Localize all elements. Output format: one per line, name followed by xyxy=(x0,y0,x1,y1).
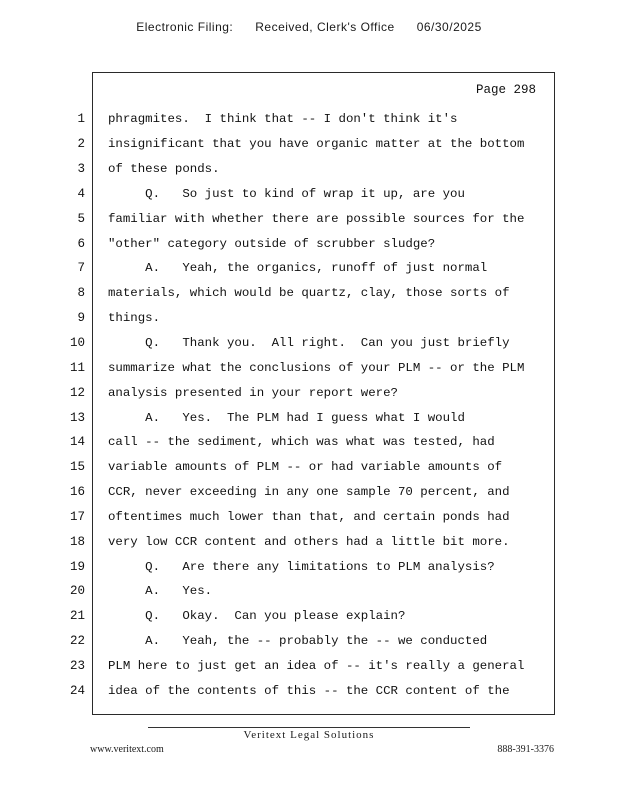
transcript-line: 1 phragmites. I think that -- I don't thi… xyxy=(0,107,618,132)
transcript-line: 14 call -- the sediment, which was what w… xyxy=(0,430,618,455)
line-text: summarize what the conclusions of your P… xyxy=(108,360,525,375)
line-number: 2 xyxy=(77,137,85,152)
line-number: 3 xyxy=(77,162,85,177)
line-text: A. Yeah, the organics, runoff of just no… xyxy=(108,261,488,276)
line-number: 20 xyxy=(69,584,85,599)
efiling-stamp-status: Received, Clerk's Office xyxy=(255,20,395,34)
line-number: 10 xyxy=(69,336,85,351)
transcript-line: 4 Q. So just to kind of wrap it up, are … xyxy=(0,182,618,207)
efiling-stamp-date: 06/30/2025 xyxy=(416,20,482,34)
line-number: 9 xyxy=(77,311,85,326)
line-number: 24 xyxy=(69,683,85,698)
transcript-line: 15 variable amounts of PLM -- or had vari… xyxy=(0,455,618,480)
transcript-line: 3 of these ponds. xyxy=(0,157,618,182)
line-text: Q. Okay. Can you please explain? xyxy=(108,609,406,624)
transcript-line: 12 analysis presented in your report were… xyxy=(0,380,618,405)
line-number: 4 xyxy=(77,186,85,201)
line-text: Q. Are there any limitations to PLM anal… xyxy=(108,559,495,574)
line-number: 11 xyxy=(69,360,85,375)
transcript-line: 11 summarize what the conclusions of your… xyxy=(0,355,618,380)
line-text: Q. Thank you. All right. Can you just br… xyxy=(108,336,510,351)
efiling-stamp: Electronic Filing: Received, Clerk's Off… xyxy=(0,20,618,34)
transcript-line: 19 Q. Are there any limitations to PLM a… xyxy=(0,554,618,579)
line-text: variable amounts of PLM -- or had variab… xyxy=(108,460,503,475)
line-text: idea of the contents of this -- the CCR … xyxy=(108,683,510,698)
transcript-line: 23 PLM here to just get an idea of -- it'… xyxy=(0,654,618,679)
efiling-stamp-label: Electronic Filing: xyxy=(136,20,234,34)
line-number: 5 xyxy=(77,211,85,226)
transcript-line: 7 A. Yeah, the organics, runoff of just … xyxy=(0,256,618,281)
line-number: 21 xyxy=(69,609,85,624)
line-text: things. xyxy=(108,311,161,326)
line-text: insignificant that you have organic matt… xyxy=(108,137,525,152)
line-text: very low CCR content and others had a li… xyxy=(108,534,510,549)
transcript-line: 17 oftentimes much lower than that, and c… xyxy=(0,505,618,530)
transcript-line: 9 things. xyxy=(0,306,618,331)
transcript-line: 6 "other" category outside of scrubber sl… xyxy=(0,231,618,256)
transcript-box: Page 298 xyxy=(92,72,555,715)
transcript-line: 13 A. Yes. The PLM had I guess what I wo… xyxy=(0,405,618,430)
line-number: 15 xyxy=(69,460,85,475)
line-number: 7 xyxy=(77,261,85,276)
page-number: Page 298 xyxy=(475,83,536,97)
line-text: Q. So just to kind of wrap it up, are yo… xyxy=(108,186,465,201)
line-number: 22 xyxy=(69,634,85,649)
line-number: 13 xyxy=(69,410,85,425)
transcript-line: 24 idea of the contents of this -- the CC… xyxy=(0,678,618,703)
line-text: materials, which would be quartz, clay, … xyxy=(108,286,510,301)
footer-phone: 888-391-3376 xyxy=(497,744,554,755)
transcript-line: 10 Q. Thank you. All right. Can you just… xyxy=(0,331,618,356)
footer-brand: Veritext Legal Solutions xyxy=(243,729,375,741)
line-text: phragmites. I think that -- I don't thin… xyxy=(108,112,458,127)
line-text: oftentimes much lower than that, and cer… xyxy=(108,509,510,524)
transcript-line: 18 very low CCR content and others had a … xyxy=(0,529,618,554)
line-number: 18 xyxy=(69,534,85,549)
line-number: 23 xyxy=(69,658,85,673)
line-text: analysis presented in your report were? xyxy=(108,385,398,400)
footer-divider xyxy=(148,727,470,728)
line-text: of these ponds. xyxy=(108,162,220,177)
line-number: 16 xyxy=(69,485,85,500)
line-text: A. Yes. The PLM had I guess what I would xyxy=(108,410,465,425)
transcript-line: 2 insignificant that you have organic mat… xyxy=(0,132,618,157)
line-number: 14 xyxy=(69,435,85,450)
transcript-lines: 1 phragmites. I think that -- I don't thi… xyxy=(0,107,618,703)
line-text: A. Yes. xyxy=(108,584,213,599)
line-text: PLM here to just get an idea of -- it's … xyxy=(108,658,525,673)
line-number: 19 xyxy=(69,559,85,574)
transcript-line: 22 A. Yeah, the -- probably the -- we co… xyxy=(0,629,618,654)
line-number: 12 xyxy=(69,385,85,400)
transcript-line: 21 Q. Okay. Can you please explain? xyxy=(0,604,618,629)
line-number: 6 xyxy=(77,236,85,251)
transcript-line: 16 CCR, never exceeding in any one sample… xyxy=(0,480,618,505)
transcript-line: 20 A. Yes. xyxy=(0,579,618,604)
line-number: 8 xyxy=(77,286,85,301)
line-text: CCR, never exceeding in any one sample 7… xyxy=(108,485,510,500)
line-text: "other" category outside of scrubber slu… xyxy=(108,236,436,251)
transcript-line: 8 materials, which would be quartz, clay,… xyxy=(0,281,618,306)
line-number: 17 xyxy=(69,509,85,524)
footer-website: www.veritext.com xyxy=(90,744,164,755)
line-text: familiar with whether there are possible… xyxy=(108,211,525,226)
line-text: call -- the sediment, which was what was… xyxy=(108,435,495,450)
transcript-line: 5 familiar with whether there are possibl… xyxy=(0,206,618,231)
line-number: 1 xyxy=(77,112,85,127)
line-text: A. Yeah, the -- probably the -- we condu… xyxy=(108,634,488,649)
